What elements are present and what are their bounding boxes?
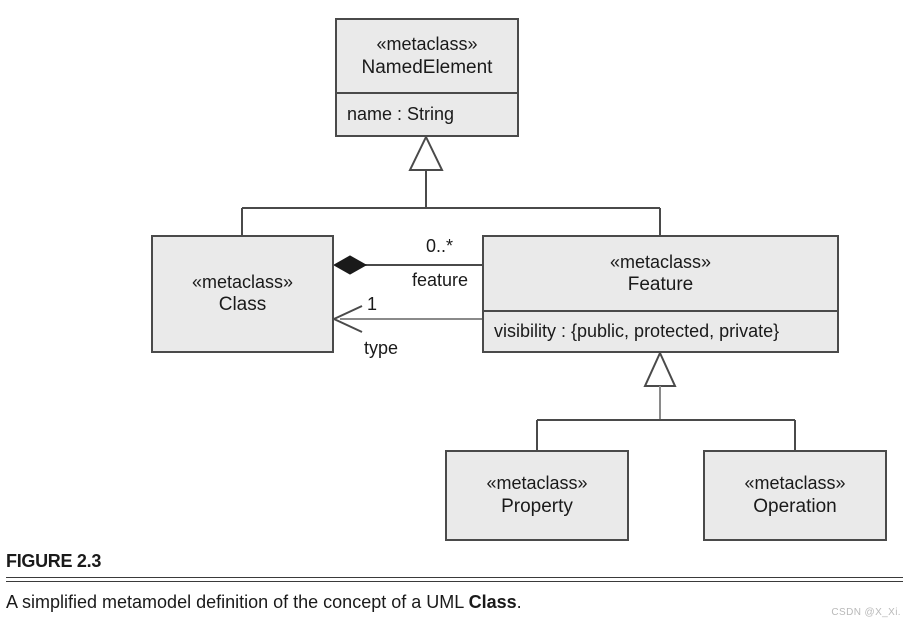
uml-class-feature[interactable]: «metaclass» Feature visibility : {public… xyxy=(482,235,839,353)
uml-class-diagram: Class (role: type 1) ===== --> «metaclas… xyxy=(151,18,887,541)
association-multiplicity-label: 1 xyxy=(367,294,378,314)
feature-stereotype: «metaclass» xyxy=(609,251,712,272)
feature-name-compartment: «metaclass» Feature xyxy=(484,237,837,310)
caption-divider-rule xyxy=(6,576,903,582)
namedelement-class-name: NamedElement xyxy=(361,56,493,78)
association-role-label: type xyxy=(364,338,399,358)
uml-class-operation[interactable]: «metaclass» Operation xyxy=(703,450,887,541)
uml-class-namedelement[interactable]: «metaclass» NamedElement name : String xyxy=(335,18,519,137)
uml-class-property[interactable]: «metaclass» Property xyxy=(445,450,629,541)
association-open-arrow-icon xyxy=(331,305,363,333)
figure-caption-text: A simplified metamodel definition of the… xyxy=(6,591,903,614)
generalization-to-namedelement xyxy=(241,134,661,235)
namedelement-attribute-name-string: name : String xyxy=(347,103,455,124)
generalization-to-feature xyxy=(536,350,796,450)
namedelement-attribute-compartment: name : String xyxy=(337,92,517,135)
generalization-triangle-icon-lower xyxy=(643,350,677,387)
class-class-name: Class xyxy=(218,294,267,316)
composition-role-label: feature xyxy=(412,270,469,290)
association-feature-type-class xyxy=(331,305,482,333)
namedelement-name-compartment: «metaclass» NamedElement xyxy=(337,20,517,92)
class-stereotype: «metaclass» xyxy=(191,271,294,292)
property-stereotype: «metaclass» xyxy=(486,473,588,494)
caption-bold-term: Class xyxy=(468,591,517,612)
composition-class-feature xyxy=(332,255,482,275)
diagram-connectors: Class (role: type 1) ===== --> xyxy=(241,134,796,450)
watermark-label: CSDN @X_Xi. xyxy=(831,607,901,618)
property-name-compartment: «metaclass» Property xyxy=(447,452,627,539)
caption-suffix: . xyxy=(516,591,522,612)
figure-number-label: FIGURE 2.3 xyxy=(6,551,102,571)
feature-attribute-visibility: visibility : {public, protected, private… xyxy=(494,320,780,341)
caption-prefix: A simplified metamodel definition of the… xyxy=(6,591,469,612)
feature-attribute-compartment: visibility : {public, protected, private… xyxy=(484,310,837,351)
operation-name-compartment: «metaclass» Operation xyxy=(705,452,885,539)
composition-diamond-icon xyxy=(332,255,368,275)
class-name-compartment: «metaclass» Class xyxy=(153,237,332,351)
namedelement-stereotype: «metaclass» xyxy=(376,34,478,55)
generalization-triangle-icon xyxy=(408,134,444,171)
composition-multiplicity-label: 0..* xyxy=(426,236,454,256)
operation-stereotype: «metaclass» xyxy=(744,473,846,494)
figure-caption-block: FIGURE 2.3 A simplified metamodel defini… xyxy=(0,551,909,624)
operation-class-name: Operation xyxy=(753,495,837,517)
property-class-name: Property xyxy=(501,495,573,517)
uml-class-class[interactable]: «metaclass» Class xyxy=(151,235,334,353)
feature-class-name: Feature xyxy=(627,274,694,296)
